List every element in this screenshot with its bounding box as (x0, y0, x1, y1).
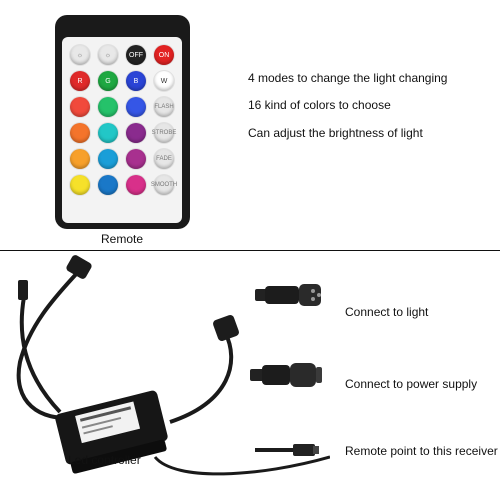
remote-button-b[interactable]: B (126, 71, 146, 91)
remote-caption: Remote (101, 232, 144, 246)
remote-button-smooth[interactable]: SMOOTH (151, 175, 177, 195)
led-controller-image (16, 255, 330, 476)
color-button-2-0[interactable] (70, 97, 90, 117)
color-button-5-1[interactable] (98, 175, 118, 195)
label-connect-power: Connect to power supply (345, 377, 478, 391)
color-button-2-1[interactable] (98, 97, 118, 117)
color-button-4-1[interactable] (98, 149, 118, 169)
remote-button-flash[interactable]: FLASH (154, 97, 174, 117)
color-button-4-0[interactable] (70, 149, 90, 169)
remote-button-r[interactable]: R (70, 71, 90, 91)
color-button-5-2[interactable] (126, 175, 146, 195)
remote-button-off[interactable]: OFF (126, 45, 146, 65)
label-connect-light: Connect to light (345, 305, 429, 319)
label-remote-receiver: Remote point to this receiver (345, 444, 498, 458)
light-connector-image (255, 284, 321, 306)
remote-button-on[interactable]: ON (154, 45, 174, 65)
power-connector-image (250, 363, 322, 387)
color-button-4-2[interactable] (126, 149, 146, 169)
remote-button-fade[interactable]: FADE (154, 149, 174, 169)
feature-brightness: Can adjust the brightness of light (248, 126, 423, 140)
brightness-button-1[interactable]: ☼ (98, 45, 118, 65)
section-divider (0, 250, 500, 251)
color-button-2-2[interactable] (126, 97, 146, 117)
color-button-3-2[interactable] (126, 123, 146, 143)
brightness-button-0[interactable]: ☼ (70, 45, 90, 65)
receiver-tip-image (255, 444, 319, 456)
color-button-5-0[interactable] (70, 175, 90, 195)
remote-button-strobe[interactable]: STROBE (152, 123, 176, 143)
remote-button-w[interactable]: W (154, 71, 174, 91)
color-button-3-1[interactable] (98, 123, 118, 143)
feature-colors: 16 kind of colors to choose (248, 98, 391, 112)
color-button-3-0[interactable] (70, 123, 90, 143)
remote-button-g[interactable]: G (98, 71, 118, 91)
controller-caption: Led controller (68, 453, 141, 467)
feature-modes: 4 modes to change the light changing (248, 71, 448, 85)
